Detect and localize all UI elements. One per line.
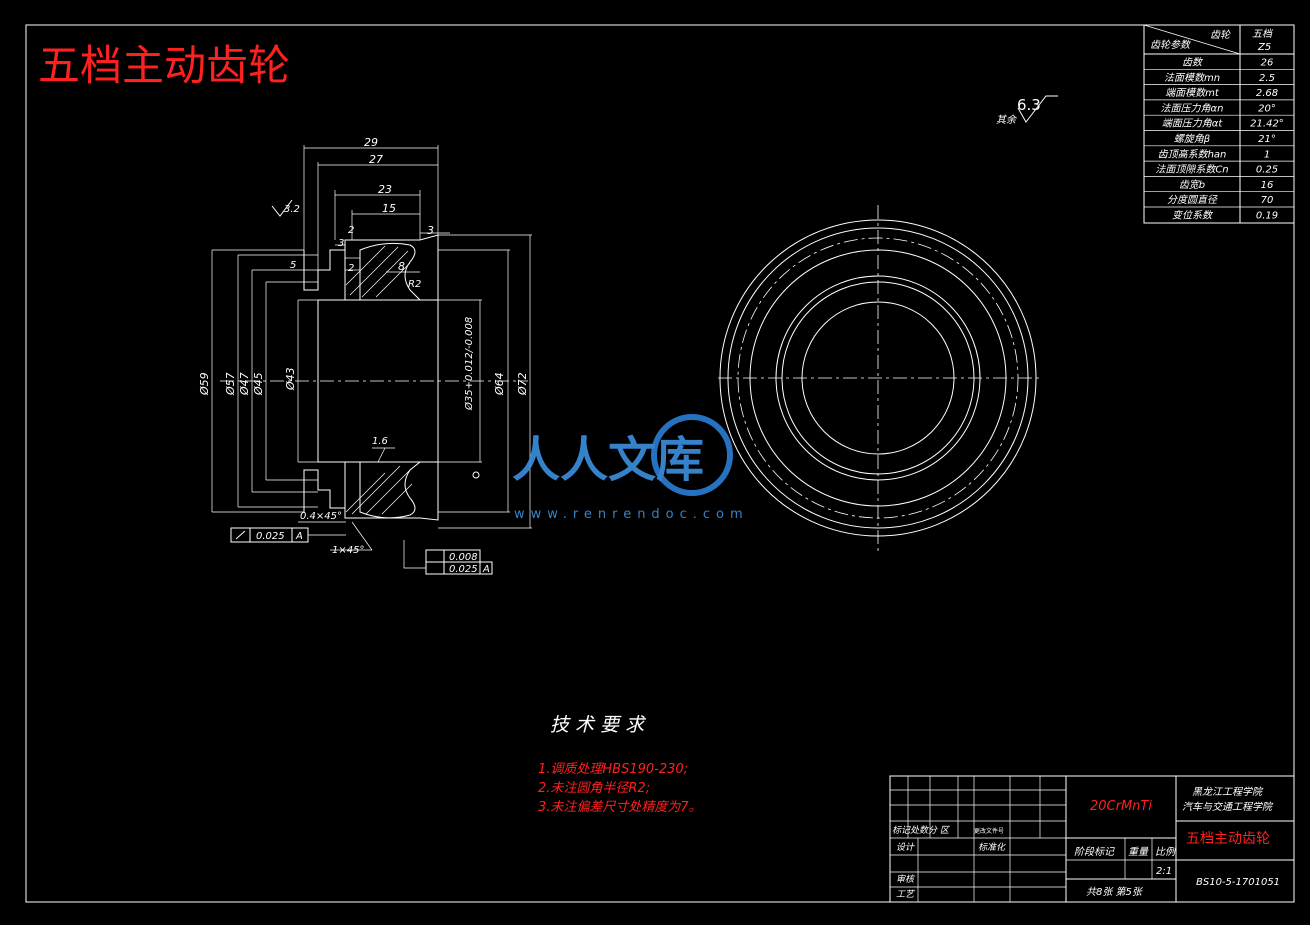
dim-15: 15 bbox=[382, 202, 396, 215]
title-block-school-2: 汽车与交通工程学院 bbox=[1182, 801, 1274, 813]
tech-req-item-1: 1.调质处理HBS190-230; bbox=[538, 762, 688, 777]
roughness-note: 其余 6.3 bbox=[996, 95, 1058, 126]
roughness-value: 6.3 bbox=[1017, 96, 1041, 114]
gear-table-row-label: 齿顶高系数han bbox=[1158, 148, 1227, 160]
roughness-label: 其余 bbox=[996, 114, 1018, 126]
title-block-marks-b: 更改文件号 bbox=[974, 827, 1004, 835]
title-block-school-1: 黑龙江工程学院 bbox=[1192, 786, 1264, 798]
gear-table-row-label: 法面顶隙系数Cn bbox=[1155, 164, 1228, 176]
dim-phi43: Ø43 bbox=[284, 367, 297, 391]
title-block-process: 工艺 bbox=[896, 889, 916, 900]
roughness-1-6: 1.6 bbox=[372, 436, 388, 447]
gear-table-row-label: 齿数 bbox=[1182, 57, 1204, 69]
gear-table-row-value: 16 bbox=[1261, 180, 1274, 191]
dim-8: 8 bbox=[398, 260, 405, 273]
tol-runout-value: 0.025 bbox=[256, 531, 285, 542]
dim-2-mid: 2 bbox=[348, 263, 354, 274]
gear-table-row-label: 端面压力角αt bbox=[1162, 118, 1224, 130]
gear-parameter-table: 齿轮 齿轮参数 五档 Z5 齿数 26 法面模数mn 2.5 端面模数mt 2.68 法面压… bbox=[1143, 24, 1295, 224]
gear-table-row-label: 法面压力角αn bbox=[1161, 102, 1224, 114]
dim-3-left: 3 bbox=[338, 238, 344, 249]
gear-table-row-value: 21.42° bbox=[1250, 119, 1284, 130]
watermark: 人人文库 www.renrendoc.com bbox=[512, 414, 749, 522]
gear-table-row-value: 21° bbox=[1258, 134, 1276, 145]
gear-table-col-sub: Z5 bbox=[1257, 42, 1271, 53]
gear-table-row-label: 变位系数 bbox=[1172, 210, 1214, 222]
tolerance-frame-runout: 0.025 A bbox=[230, 527, 346, 543]
title-block-stage-mark: 阶段标记 bbox=[1074, 846, 1115, 858]
dim-29: 29 bbox=[364, 136, 378, 149]
tol-runout-ref: A bbox=[295, 531, 303, 542]
gear-table-row-value: 0.25 bbox=[1256, 165, 1278, 176]
dim-phi64: Ø64 bbox=[493, 372, 506, 396]
tech-req-item-2: 2.未注圆角半径R2; bbox=[538, 781, 650, 796]
gear-table-col-top: 五档 bbox=[1252, 28, 1274, 40]
title-block-scale-value: 2:1 bbox=[1156, 866, 1172, 877]
title-block-design: 设计 bbox=[896, 842, 915, 853]
technical-requirements: 技 术 要 求 1.调质处理HBS190-230; 2.未注圆角半径R2; 3.… bbox=[538, 714, 702, 815]
dim-3-right: 3 bbox=[427, 224, 434, 237]
gear-table-row-label: 法面模数mn bbox=[1164, 72, 1220, 84]
dim-phi45: Ø45 bbox=[252, 372, 265, 396]
gear-table-row-label: 齿宽b bbox=[1179, 179, 1205, 191]
gear-table-row-value: 2.68 bbox=[1256, 88, 1278, 99]
title-block: 20CrMnTi 黑龙江工程学院 汽车与交通工程学院 五档主动齿轮 标记处数分 … bbox=[889, 775, 1295, 903]
tol-runout2-value: 0.025 bbox=[449, 564, 478, 575]
drawing-frame bbox=[25, 24, 1295, 903]
gear-table-row-value: 26 bbox=[1261, 58, 1274, 69]
tech-req-item-3: 3.未注偏差尺寸处精度为7。 bbox=[538, 800, 702, 815]
dim-phi57: Ø57 bbox=[224, 372, 237, 396]
roughness-3-2: 3.2 bbox=[284, 204, 300, 215]
gear-table-header-right: 齿轮 bbox=[1210, 29, 1231, 41]
end-view bbox=[718, 205, 1040, 555]
dim-phi59: Ø59 bbox=[198, 372, 211, 396]
gear-table-row-value: 1 bbox=[1264, 149, 1270, 160]
tol-runout2-ref: A bbox=[482, 564, 490, 575]
watermark-url: www.renrendoc.com bbox=[514, 507, 749, 522]
section-view: 29 27 23 15 3 3 2 2 8 R2 3.2 1.6 5 Ø59 Ø… bbox=[198, 136, 532, 575]
dim-2-top: 2 bbox=[348, 225, 354, 236]
watermark-brand: 人人文库 bbox=[512, 432, 704, 488]
title-block-material: 20CrMnTi bbox=[1090, 799, 1152, 814]
gear-table-row-value: 0.19 bbox=[1256, 211, 1278, 222]
title-block-weight: 重量 bbox=[1128, 846, 1149, 858]
title-block-marks: 标记处数分 区 bbox=[892, 825, 951, 836]
gear-table-row-value: 20° bbox=[1258, 103, 1276, 114]
gear-table-row-value: 70 bbox=[1261, 195, 1274, 206]
title-block-part-name: 五档主动齿轮 bbox=[1186, 831, 1270, 847]
dim-phi72: Ø72 bbox=[516, 372, 529, 396]
tol-cylindricity-value: 0.008 bbox=[449, 552, 478, 563]
title-block-scale: 比例 bbox=[1155, 846, 1177, 858]
title-block-standard: 标准化 bbox=[978, 842, 1006, 853]
dim-27: 27 bbox=[369, 153, 383, 166]
gear-table-row-label: 端面模数mt bbox=[1165, 87, 1220, 99]
chamfer-1: 1×45° bbox=[332, 545, 364, 556]
gear-table-row-label: 分度圆直径 bbox=[1167, 194, 1218, 206]
title-block-sheets: 共8张 第5张 bbox=[1086, 886, 1144, 898]
dim-phi47: Ø47 bbox=[238, 372, 251, 396]
title-block-drawing-no: BS10-5-1701051 bbox=[1196, 877, 1280, 888]
gear-table-header-left: 齿轮参数 bbox=[1150, 39, 1192, 51]
drawing-title: 五档主动齿轮 bbox=[38, 41, 290, 90]
tolerance-frame-pair: 0.008 0.025 A bbox=[403, 540, 493, 575]
dim-phi35: Ø35+0.012/-0.008 bbox=[463, 317, 475, 411]
title-block-review: 审核 bbox=[896, 874, 916, 885]
angle-5: 5 bbox=[290, 260, 296, 271]
chamfer-0-4: 0.4×45° bbox=[300, 511, 342, 522]
gear-table-row-value: 2.5 bbox=[1259, 73, 1275, 84]
tech-req-heading: 技 术 要 求 bbox=[550, 714, 647, 736]
dim-r2: R2 bbox=[408, 279, 421, 290]
gear-table-row-label: 螺旋角β bbox=[1174, 133, 1211, 145]
dim-23: 23 bbox=[378, 183, 392, 196]
